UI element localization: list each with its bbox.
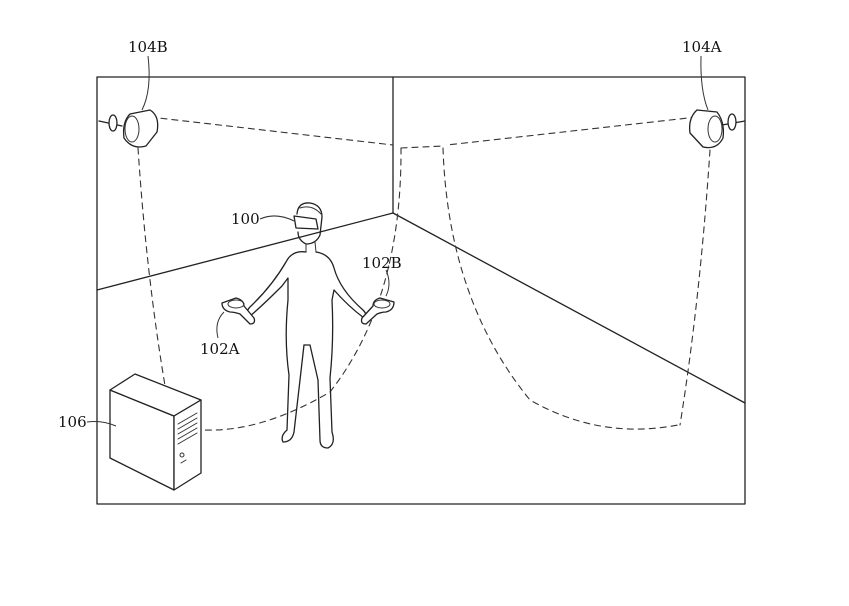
leader-102a — [217, 312, 224, 338]
label-100: 100 — [231, 210, 260, 228]
reference-labels: 104B 104A 100 102B 102A 106 — [58, 38, 722, 431]
user-body-right — [304, 252, 366, 448]
base-station-body-104b — [124, 110, 158, 147]
beam-cone-top — [401, 146, 443, 148]
label-102b: 102B — [362, 254, 402, 272]
leader-lines — [87, 56, 708, 426]
controller-102b — [362, 298, 395, 324]
controller-body-102a — [222, 298, 255, 324]
leader-100 — [260, 216, 294, 221]
beam-104b-ceiling — [150, 117, 393, 145]
base-station-body-104a — [690, 110, 724, 148]
leader-104a — [701, 56, 708, 110]
headset-strap — [300, 207, 321, 214]
beam-cone-left — [205, 148, 401, 430]
base-station-104b — [99, 110, 158, 147]
controller-102a — [222, 298, 255, 324]
headset — [294, 216, 318, 229]
base-station-104a — [690, 110, 745, 148]
tracking-beams — [138, 117, 710, 430]
leader-104b — [142, 56, 149, 110]
label-104b: 104B — [128, 38, 168, 56]
beam-104a-ceiling — [447, 117, 697, 145]
user-100 — [248, 203, 366, 448]
user-body-left — [248, 252, 307, 442]
mount-disc-104b — [109, 115, 117, 131]
label-104a: 104A — [682, 38, 722, 56]
label-106: 106 — [58, 413, 87, 431]
beam-104a-down — [680, 150, 710, 425]
label-102a: 102A — [200, 340, 240, 358]
floor-edge-right — [393, 213, 745, 403]
computer-106 — [110, 374, 201, 490]
mount-disc-104a — [728, 114, 736, 130]
beam-cone-right — [443, 148, 678, 429]
